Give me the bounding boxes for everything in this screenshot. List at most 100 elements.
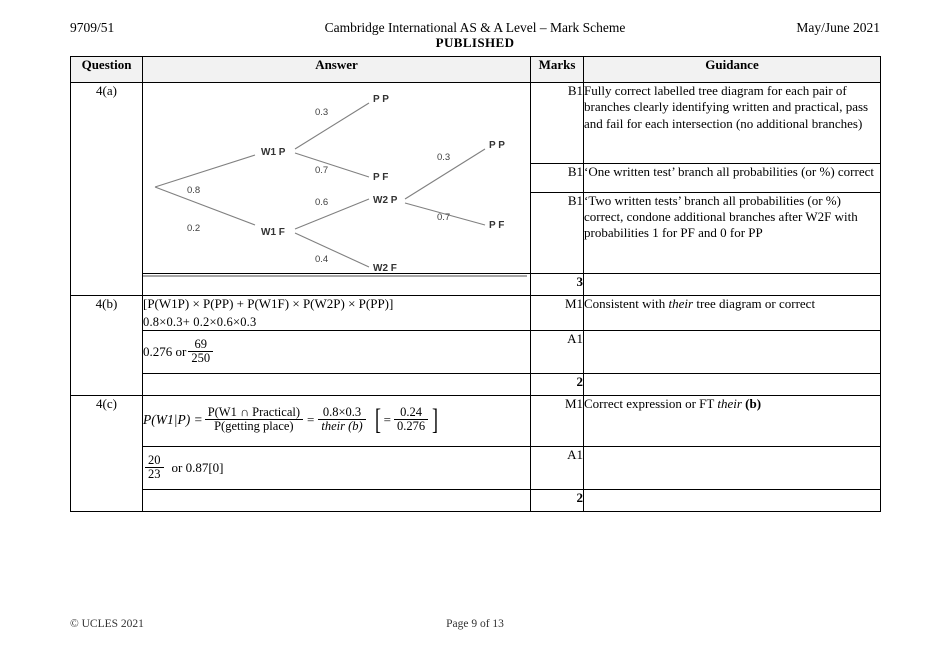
b-expression-line-1: [P(W1P) × P(PP) + P(W1F) × P(W2P) × P(PP… xyxy=(143,296,394,311)
guidance-cell: Consistent with their tree diagram or co… xyxy=(583,295,881,331)
guidance-cell: ‘One written test’ branch all probabilit… xyxy=(583,163,881,193)
c-f1-denominator: P(getting place) xyxy=(204,419,304,433)
tree-leaf-pp-2: P P xyxy=(489,140,505,151)
table-row: 20 23 or 0.87[0] A1 xyxy=(71,446,881,490)
column-header-question: Question xyxy=(70,56,143,83)
b-answer-decimal: 0.276 or xyxy=(143,343,187,359)
c-bracket-open: [ xyxy=(374,402,381,436)
tree-prob-root-w1f: 0.2 xyxy=(187,223,200,234)
branch-w1f-w2f xyxy=(294,232,370,268)
question-label-4a: 4(a) xyxy=(70,82,143,296)
c-fraction-2: 0.8×0.3 their (b) xyxy=(318,405,366,433)
answer-cell-b-answer: 0.276 or 69 250 xyxy=(142,330,531,374)
marks-cell: M1 xyxy=(530,295,584,331)
document-title: Cambridge International AS & A Level – M… xyxy=(324,20,626,35)
table-row-subtotal: 2 xyxy=(71,373,881,396)
mark-scheme-table: Question Answer Marks Guidance 4(a) xyxy=(70,56,881,512)
c-f2-denominator: their (b) xyxy=(318,419,366,433)
table-row: 0.276 or 69 250 A1 xyxy=(71,330,881,374)
page-header: 9709/51 Cambridge International AS & A L… xyxy=(0,20,950,50)
branch-w2p-pf xyxy=(404,202,486,226)
c-answer-numerator: 20 xyxy=(148,453,161,467)
guidance-text-post: tree diagram or correct xyxy=(693,296,816,311)
tree-probability-labels: 0.8 0.2 0.3 0.7 0.6 0.4 0.3 0.7 xyxy=(187,107,450,265)
tree-node-w1p: W1 P xyxy=(261,147,286,158)
question-label-4c: 4(c) xyxy=(70,395,143,512)
table-row: B1 ‘One written test’ branch all probabi… xyxy=(71,163,881,193)
c-equals-2: = xyxy=(383,411,392,427)
c-answer-line: 20 23 or 0.87[0] xyxy=(143,447,530,481)
tree-prob-w1p-pp: 0.3 xyxy=(315,107,328,118)
branch-w1p-pp xyxy=(294,102,370,150)
published-label: PUBLISHED xyxy=(435,35,515,50)
c-lhs: P(W1|P) = xyxy=(143,411,203,427)
b-answer-numerator: 69 xyxy=(194,337,207,351)
exam-session: May/June 2021 xyxy=(796,20,880,35)
tree-prob-root-w1p: 0.8 xyxy=(187,185,200,196)
footer-page-number: Page 9 of 13 xyxy=(446,618,504,630)
answer-cell-b-expression: [P(W1P) × P(PP) + P(W1F) × P(W2P) × P(PP… xyxy=(142,295,531,331)
answer-cell-empty xyxy=(142,489,531,512)
c-answer-tail: or 0.87[0] xyxy=(171,459,224,475)
c-f3-denominator: 0.276 xyxy=(394,419,429,433)
b-answer-denominator: 250 xyxy=(188,351,214,365)
guidance-cell: Correct expression or FT their (b) xyxy=(583,395,881,447)
guidance-text-pre: Consistent with xyxy=(584,296,669,311)
guidance-italic-their: their xyxy=(717,396,742,411)
column-header-guidance: Guidance xyxy=(583,56,881,83)
c-f3-numerator: 0.24 xyxy=(400,405,423,419)
c-equals-1: = xyxy=(307,411,315,427)
footer-copyright: © UCLES 2021 xyxy=(70,618,144,630)
b-answer-line: 0.276 or 69 250 xyxy=(143,331,530,365)
answer-cell-tree-diagram: W1 P W1 F P P P F W2 P W2 F P P P F 0.8 xyxy=(142,82,531,277)
c-f1-numerator: P(W1 ∩ Practical) xyxy=(207,405,301,419)
answer-cell-c-expression: P(W1|P) = P(W1 ∩ Practical) P(getting pl… xyxy=(142,395,531,447)
marks-cell: A1 xyxy=(530,330,584,374)
guidance-text-pre: Correct expression or FT xyxy=(584,396,718,411)
tree-node-w1f: W1 F xyxy=(261,227,285,238)
tree-leaf-pp-1: P P xyxy=(373,94,389,105)
question-label-4b: 4(b) xyxy=(70,295,143,396)
tree-prob-w1f-w2p: 0.6 xyxy=(315,197,328,208)
column-header-answer: Answer xyxy=(142,56,531,83)
c-bracket-close: ] xyxy=(432,402,439,436)
tree-prob-w2p-pp: 0.3 xyxy=(437,152,450,163)
table-row: 4(a) xyxy=(70,81,881,296)
guidance-cell xyxy=(583,330,881,374)
b-answer-fraction: 69 250 xyxy=(188,337,214,365)
branch-w1p-pf xyxy=(294,152,370,178)
table-row: B1 ‘Two written tests’ branch all probab… xyxy=(71,191,881,275)
guidance-cell xyxy=(583,373,881,396)
guidance-cell: ‘Two written tests’ branch all probabili… xyxy=(583,191,881,275)
marks-subtotal: 3 xyxy=(530,273,584,296)
c-fraction-1: P(W1 ∩ Practical) P(getting place) xyxy=(204,405,304,433)
guidance-cell xyxy=(583,489,881,512)
guidance-cell: Fully correct labelled tree diagram for … xyxy=(583,81,881,165)
guidance-cell xyxy=(583,446,881,490)
tree-branch-lines xyxy=(154,102,486,268)
table-row-subtotal: 2 xyxy=(71,489,881,512)
tree-svg: W1 P W1 F P P P F W2 P W2 F P P P F 0.8 xyxy=(154,94,505,274)
guidance-italic-their: their xyxy=(668,296,694,311)
table-row: 4(c) P(W1|P) = P(W1 ∩ Practical) P(getti… xyxy=(70,395,881,512)
answer-cell-c-answer: 20 23 or 0.87[0] xyxy=(142,446,531,490)
marks-cell: A1 xyxy=(530,446,584,490)
probability-tree-diagram: W1 P W1 F P P P F W2 P W2 F P P P F 0.8 xyxy=(143,83,529,277)
tree-leaf-pf-1: P F xyxy=(373,172,388,183)
marks-cell: B1 xyxy=(530,191,584,275)
branch-root-w1f xyxy=(154,186,256,226)
tree-node-w2p: W2 P xyxy=(373,195,398,206)
tree-node-w2f: W2 F xyxy=(373,263,397,273)
c-answer-fraction: 20 23 xyxy=(145,453,164,481)
branch-root-w1p xyxy=(154,154,256,188)
marks-subtotal: 2 xyxy=(530,373,584,396)
marks-subtotal: 2 xyxy=(530,489,584,512)
table-header-row: Question Answer Marks Guidance xyxy=(70,56,881,83)
tree-leaf-pf-2: P F xyxy=(489,220,504,231)
column-header-marks: Marks xyxy=(530,56,584,83)
branch-w2p-pp xyxy=(404,148,486,200)
guidance-bold-b: (b) xyxy=(745,396,762,411)
c-expression: P(W1|P) = P(W1 ∩ Practical) P(getting pl… xyxy=(143,396,530,436)
marks-cell: M1 xyxy=(530,395,584,447)
